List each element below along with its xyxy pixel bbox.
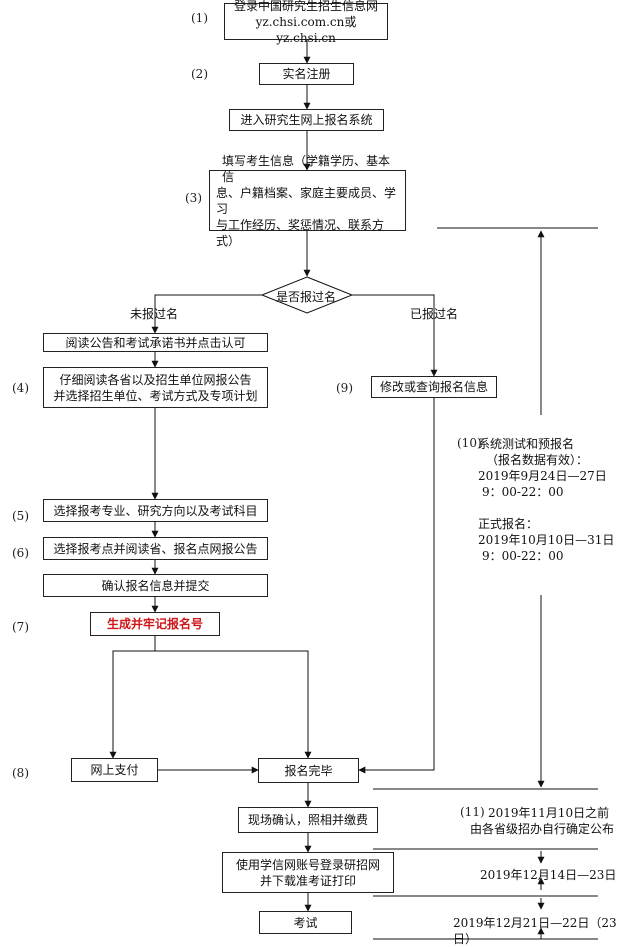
step-2-number: (2) [191,67,208,81]
select-unit-line-2: 并选择招生单位、考试方式及专项计划 [53,388,258,403]
onsite-date-note: 2019年11月10日之前 由各省级招办自行确定公布 [470,805,614,837]
note10-line-1: 系统测试和预报名 [478,437,575,451]
decision-diamond [260,276,354,314]
note11-line-2: 由各省级招办自行确定公布 [470,822,615,836]
note10-line-6: 正式报名： [478,517,539,531]
step-4-number: (4) [12,381,29,395]
decision-label: 是否报过名 [276,290,337,304]
fill-info-line-2: 息、户籍档案、家庭主要成员、学习 [216,185,397,216]
note10-line-8: 9：00-22：00 [482,549,564,563]
branch-not-registered-label: 未报过名 [130,307,179,321]
login-line-2: yz.chsi.com.cn或yz.chsi.cn [255,14,357,45]
exam-date-note: 2019年12月21日—22日（23日） [453,916,617,946]
step-3-number: (3) [185,191,202,205]
step-6-number: (6) [12,546,29,560]
note10-line-3: 2019年9月24日—27日 [478,469,607,483]
step-5-number: (5) [12,509,29,523]
onsite-confirm-box: 现场确认，照相并缴费 [238,807,378,833]
download-admission-box: 使用学信网账号登录研招网 并下载准考证打印 [222,852,394,893]
modify-box: 修改或查询报名信息 [371,376,497,398]
branch-registered-label: 已报过名 [410,307,459,321]
step-9-number: (9) [336,381,353,395]
select-unit-line-1: 仔细阅读各省以及招生单位网报公告 [59,372,252,387]
note10-line-2: （报名数据有效）： [486,453,589,467]
note10-line-5 [478,500,614,516]
step-11-number: (11) [460,805,485,819]
confirm-box: 确认报名信息并提交 [43,574,268,597]
download-line-1: 使用学信网账号登录研招网 [235,857,380,872]
pre-registration-note: 系统测试和预报名 （报名数据有效）： 2019年9月24日—27日 9：00-2… [478,436,614,564]
download-date-note: 2019年12月14日—23日 [480,868,617,882]
step-8-number: (8) [12,766,29,780]
read-notice-box: 阅读公告和考试承诺书并点击认可 [43,333,268,352]
step-7-number: (7) [12,620,29,634]
fill-info-line-3: 与工作经历、奖惩情况、联系方式） [216,217,385,248]
fill-info-line-1: 填写考生信息（学籍学历、基本信 [222,153,391,184]
select-unit-box: 仔细阅读各省以及招生单位网报公告 并选择招生单位、考试方式及专项计划 [43,367,268,408]
exam-box: 考试 [259,911,352,934]
register-box: 实名注册 [259,63,354,85]
registration-done-box: 报名完毕 [258,758,359,783]
note10-line-7: 2019年10月10日—31日 [478,533,615,547]
login-box: 登录中国研究生招生信息网 yz.chsi.com.cn或yz.chsi.cn [224,0,388,45]
select-major-box: 选择报考专业、研究方向以及考试科目 [43,499,268,522]
download-line-2: 并下载准考证打印 [259,873,356,888]
step-1-number: (1) [191,11,208,25]
generate-number-box: 生成并牢记报名号 [90,612,220,636]
pay-online-box: 网上支付 [71,758,158,782]
note10-line-4: 9：00-22：00 [482,485,564,499]
login-line-1: 登录中国研究生招生信息网 [233,0,378,13]
note11-line-1: 2019年11月10日之前 [488,806,610,820]
step-10-number: (10) [457,436,482,450]
fill-info-box: 填写考生信息（学籍学历、基本信 息、户籍档案、家庭主要成员、学习 与工作经历、奖… [209,154,406,248]
select-site-box: 选择报考点并阅读省、报名点网报公告 [43,537,268,560]
enter-system-box: 进入研究生网上报名系统 [229,109,384,131]
